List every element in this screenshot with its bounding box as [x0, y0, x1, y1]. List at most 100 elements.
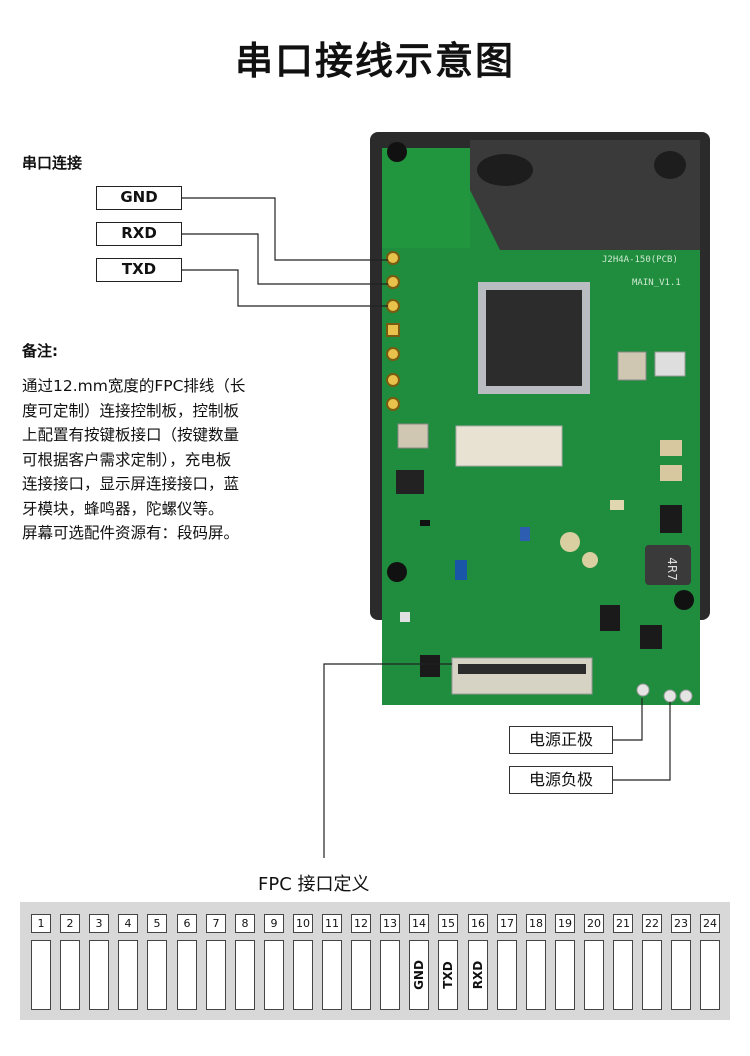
silk-text: MAIN_V1.1: [632, 278, 681, 288]
fpc-pin-slot: GND: [409, 940, 429, 1010]
fpc-pin-slot: [206, 940, 226, 1010]
leader-line-fpc: [323, 663, 452, 858]
fpc-connector-bottom: [451, 657, 593, 695]
smd-part: [455, 560, 467, 580]
smd-part: [640, 625, 662, 649]
mount-hole: [674, 590, 694, 610]
power-pad: [679, 689, 693, 703]
fpc-pin-slot: [555, 940, 575, 1010]
fpc-connector-middle: [455, 425, 563, 467]
fpc-pin-number: 5: [147, 914, 167, 933]
ic-small: [396, 470, 424, 494]
fpc-pin-number: 12: [351, 914, 371, 933]
mcu-chip: [486, 290, 582, 386]
serial-pad: [386, 299, 400, 313]
fpc-pin-slot: [584, 940, 604, 1010]
fpc-pin-number: 3: [89, 914, 109, 933]
note-line: 上配置有按键板接口（按键数量: [22, 426, 240, 444]
power-pad-positive: [636, 683, 650, 697]
fpc-pin-number: 9: [264, 914, 284, 933]
fpc-pin-slot: [118, 940, 138, 1010]
fpc-pin-strip: [20, 902, 730, 1020]
note-line: 通过12.mm宽度的FPC排线（长: [22, 377, 246, 395]
smd-part: [660, 505, 682, 533]
fpc-caption: FPC 接口定义: [258, 874, 370, 895]
fpc-pin-slot: [235, 940, 255, 1010]
crystal: [617, 351, 647, 381]
fpc-pin-slot: [380, 940, 400, 1010]
fpc-pin-slot: [526, 940, 546, 1010]
leader-line-txd: [182, 269, 388, 307]
serial-heading: 串口连接: [22, 154, 83, 172]
fpc-pin-signal: GND: [412, 960, 426, 990]
header-pad-square: [386, 323, 400, 337]
mount-hole: [387, 562, 407, 582]
fpc-pin-number: 22: [642, 914, 662, 933]
smd-part: [400, 612, 410, 622]
fpc-pin-signal: TXD: [441, 961, 455, 989]
power-negative-label: 电源负极: [509, 766, 613, 794]
fpc-pin-number: 11: [322, 914, 342, 933]
fpc-pin-number: 2: [60, 914, 80, 933]
fpc-pin-number: 21: [613, 914, 633, 933]
fpc-pin-number: 23: [671, 914, 691, 933]
leader-line-positive: [613, 698, 643, 741]
inductor: [645, 545, 691, 585]
component-round: [560, 532, 580, 552]
mount-hole: [387, 142, 407, 162]
leader-line-gnd: [182, 197, 388, 261]
note-heading: 备注:: [22, 342, 58, 360]
fpc-pin-number: 14: [409, 914, 429, 933]
smd-part: [420, 655, 440, 677]
leader-line-negative: [613, 702, 671, 781]
fpc-pin-slot: [671, 940, 691, 1010]
housing-hole: [654, 151, 686, 179]
serial-pad-rxd: [386, 275, 400, 289]
page-title: 串口接线示意图: [234, 39, 515, 83]
serial-pad-gnd: [386, 251, 400, 265]
fpc-pin-slot: [177, 940, 197, 1010]
pin-label-rxd: RXD: [96, 222, 182, 246]
note-line: 度可定制）连接控制板，控制板: [22, 401, 240, 420]
fpc-connector-slot: [458, 664, 586, 674]
pcb-region: [382, 148, 470, 248]
fpc-pin-slot: [613, 940, 633, 1010]
fpc-pin-number: 6: [177, 914, 197, 933]
fpc-pin-slot: RXD: [468, 940, 488, 1010]
header-pad: [386, 373, 400, 387]
fpc-pin-slot: [351, 940, 371, 1010]
fpc-pin-number: 4: [118, 914, 138, 933]
fpc-pin-number: 8: [235, 914, 255, 933]
fpc-pin-number: 17: [497, 914, 517, 933]
smd-part: [420, 520, 430, 526]
silk-text: J2H4A-150(PCB): [602, 255, 678, 265]
fpc-pin-slot: TXD: [438, 940, 458, 1010]
note-line: 牙模块，蜂鸣器，陀螺仪等。: [22, 499, 224, 518]
fpc-pin-slot: [264, 940, 284, 1010]
fpc-pin-number: 7: [206, 914, 226, 933]
smd-part: [520, 527, 530, 541]
note-line: 连接接口，显示屏连接接口，蓝: [22, 475, 240, 493]
fpc-pin-number: 15: [438, 914, 458, 933]
power-pad-negative: [663, 689, 677, 703]
header-pad: [386, 347, 400, 361]
fpc-pin-slot: [700, 940, 720, 1010]
fpc-pin-signal: RXD: [471, 960, 485, 990]
smd-part: [610, 500, 624, 510]
fpc-pin-slot: [89, 940, 109, 1010]
fpc-pin-number: 16: [468, 914, 488, 933]
fpc-pin-slot: [322, 940, 342, 1010]
fpc-pin-number: 1: [31, 914, 51, 933]
fpc-pin-slot: [31, 940, 51, 1010]
housing-hole: [477, 154, 533, 186]
power-positive-label: 电源正极: [509, 726, 613, 754]
header-pad: [386, 397, 400, 411]
fpc-pin-slot: [642, 940, 662, 1010]
fpc-pin-slot: [293, 940, 313, 1010]
fpc-pin-number: 20: [584, 914, 604, 933]
component-round: [582, 552, 598, 568]
fpc-pin-number: 19: [555, 914, 575, 933]
crystal: [397, 423, 429, 449]
fpc-pin-slot: [60, 940, 80, 1010]
